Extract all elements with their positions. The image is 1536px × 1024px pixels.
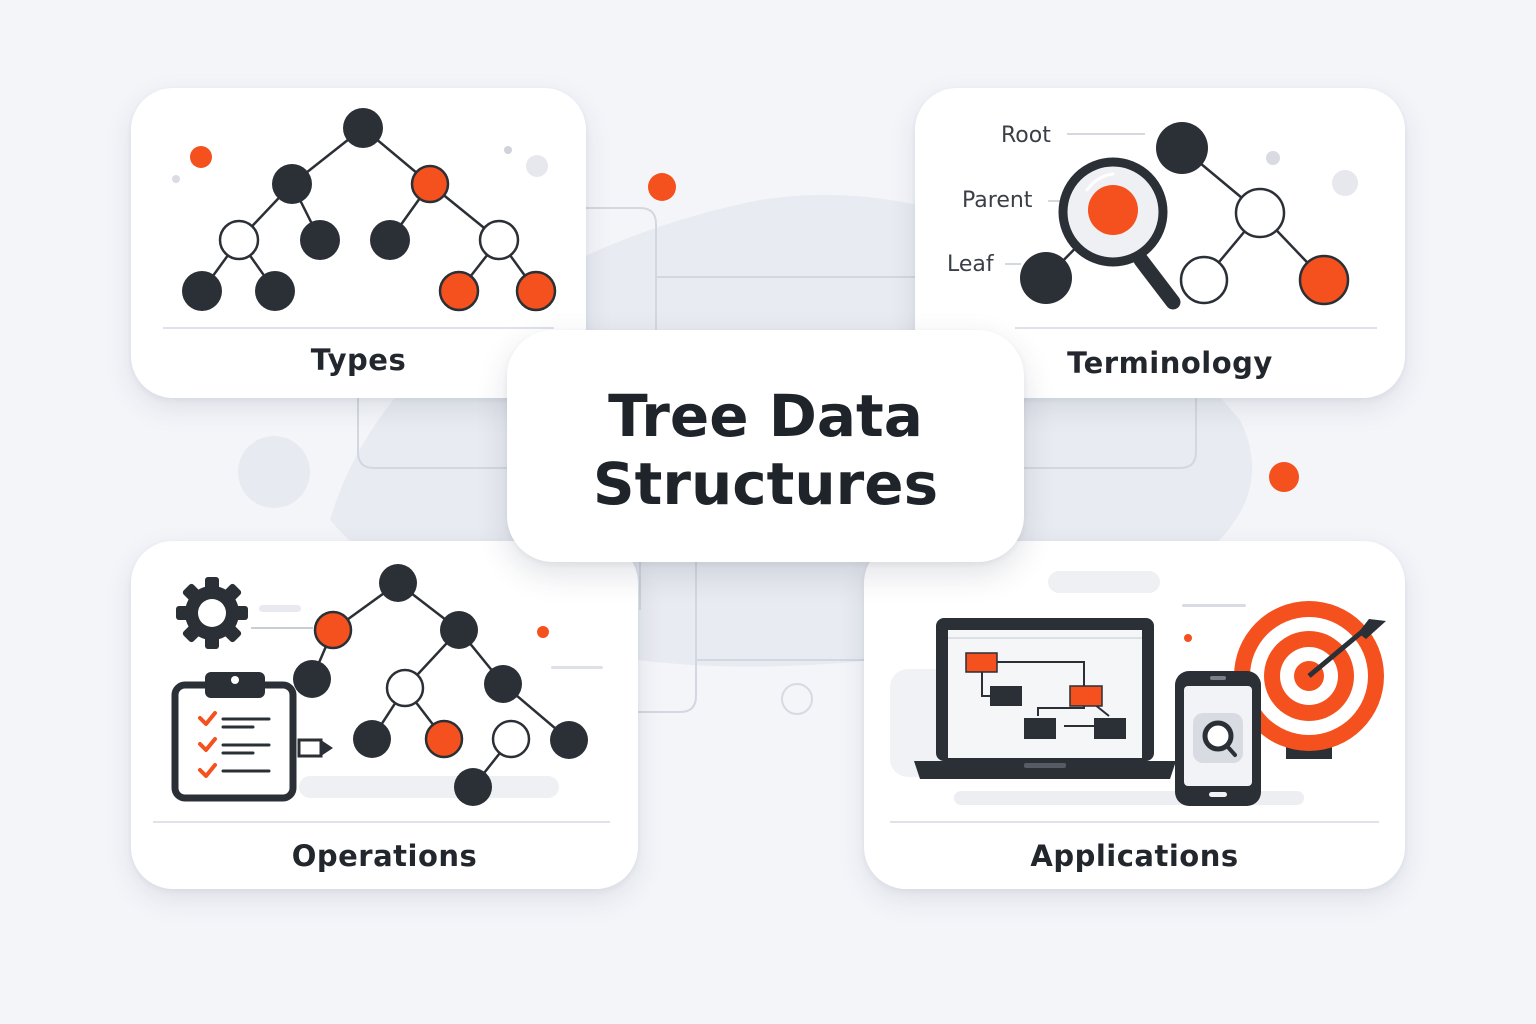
tree-node: [550, 721, 588, 759]
tree-node: [343, 108, 383, 148]
types-label: Types: [310, 343, 407, 377]
leaf-node: [1020, 252, 1072, 304]
accent-dot: [1269, 462, 1299, 492]
title-line-2: Structures: [592, 450, 939, 518]
tree-node: [1298, 254, 1350, 306]
tree-node: [255, 271, 295, 311]
tree-node: [313, 610, 353, 650]
leaf-term: Leaf: [947, 252, 994, 277]
parent-term: Parent: [962, 188, 1033, 213]
operations-illustration: [171, 564, 603, 806]
tree-node: [1179, 255, 1229, 305]
operations-card[interactable]: Operations: [131, 541, 638, 889]
tree-node: [379, 564, 417, 602]
tree-node: [491, 719, 531, 759]
page-title: Tree Data Structures: [507, 382, 1024, 518]
tree-node: [300, 220, 340, 260]
flow-node: [965, 652, 998, 673]
accent-dot: [648, 173, 676, 201]
tree-node: [438, 270, 480, 312]
pencil-icon: [297, 738, 333, 758]
tree-node: [440, 611, 478, 649]
tree-node: [484, 665, 522, 703]
target-arrow-icon: [1234, 601, 1386, 759]
applications-label: Applications: [1030, 839, 1239, 873]
title-line-1: Tree Data: [608, 382, 923, 450]
terminology-label: Terminology: [1067, 346, 1273, 380]
tree-node: [293, 660, 331, 698]
laptop-icon: [914, 618, 1176, 779]
tree-node: [1234, 187, 1286, 239]
tree-node: [370, 220, 410, 260]
flow-node: [1094, 718, 1126, 739]
card-divider: [163, 327, 554, 329]
tree-node: [385, 668, 425, 708]
types-card[interactable]: Types: [131, 88, 586, 398]
tree-node: [353, 720, 391, 758]
card-divider: [1015, 327, 1377, 329]
flow-node: [990, 686, 1022, 706]
root-node: [1156, 122, 1208, 174]
tree-node: [454, 768, 492, 806]
title-card: Tree Data Structures: [507, 330, 1024, 562]
applications-card[interactable]: Applications: [864, 541, 1405, 889]
tree-node: [515, 270, 557, 312]
phone-search-icon: [1175, 671, 1261, 806]
card-divider: [153, 821, 610, 823]
flow-node: [1024, 718, 1056, 739]
card-divider: [890, 821, 1379, 823]
gear-icon: [176, 577, 248, 649]
binary-trees-illustration: [172, 108, 557, 312]
flow-node: [1069, 685, 1103, 707]
tree-node: [478, 219, 520, 261]
clipboard-checklist-icon: [171, 672, 297, 802]
magnifier-icon: [1058, 157, 1181, 310]
tree-node: [272, 164, 312, 204]
tree-node: [424, 719, 464, 759]
tree-node: [218, 219, 260, 261]
tree-node: [182, 271, 222, 311]
operations-label: Operations: [291, 839, 478, 873]
applications-illustration: [890, 571, 1386, 806]
terminology-illustration: [1005, 122, 1358, 310]
tree-node: [410, 164, 450, 204]
root-term: Root: [1001, 123, 1051, 148]
